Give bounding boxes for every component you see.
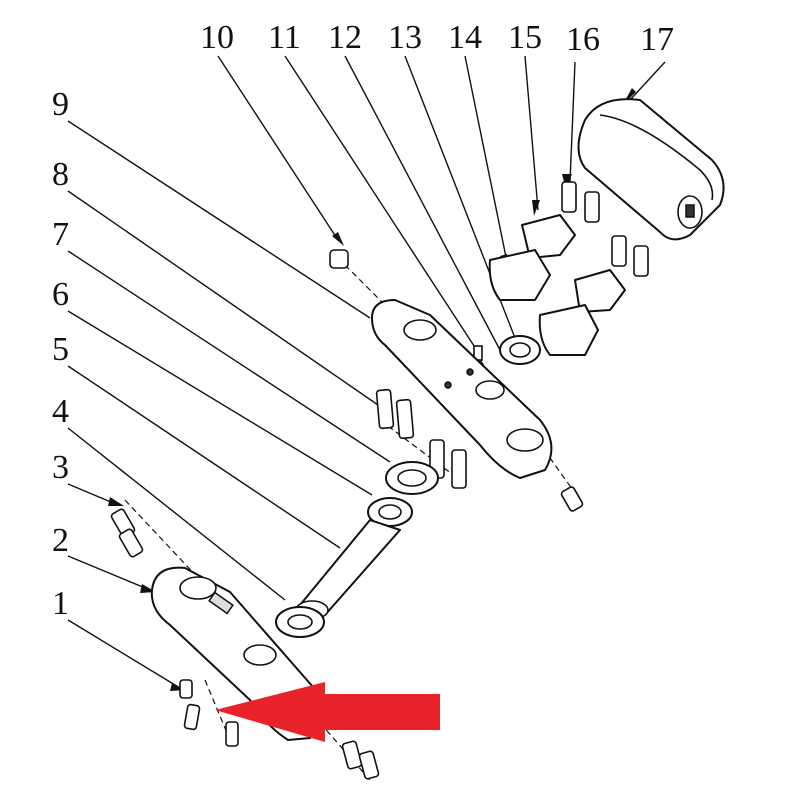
callout-6: 6: [52, 276, 69, 313]
callout-1: 1: [52, 585, 69, 622]
callout-11: 11: [268, 19, 301, 56]
callout-15: 15: [508, 19, 542, 56]
upper-triple-clamp-part-9: [371, 299, 553, 479]
small-bolt-part-10: [329, 249, 349, 269]
riser-bolts-part-16: [561, 181, 649, 277]
callout-17: 17: [640, 21, 674, 58]
callout-16: 16: [566, 21, 600, 58]
lower-bearing-part-4: [275, 606, 325, 638]
steering-stem-part-5: [295, 519, 401, 620]
bearing-top-part-7: [385, 461, 439, 495]
callout-2: 2: [52, 522, 69, 559]
callout-7: 7: [52, 216, 69, 253]
callout-3: 3: [52, 449, 69, 486]
handlebar-pad-part-17: [577, 98, 725, 241]
callout-5: 5: [52, 331, 69, 368]
riser-clamp-top-part-15: [521, 214, 626, 313]
callout-4: 4: [52, 393, 69, 430]
callout-8: 8: [52, 156, 69, 193]
callout-12: 12: [328, 19, 362, 56]
riser-clamp-lower-part-14: [488, 249, 599, 356]
lower-clamp-bolts-part-3: [110, 508, 144, 558]
callout-9: 9: [52, 86, 69, 123]
callout-14: 14: [448, 19, 482, 56]
callout-10: 10: [200, 19, 234, 56]
highlight-arrow-icon: [215, 682, 440, 742]
clamp-bolts-part-8: [375, 388, 584, 512]
pinch-bolts-part-1: [179, 679, 380, 780]
nut-washer-part-13-12: [473, 335, 541, 365]
callout-13: 13: [388, 19, 422, 56]
